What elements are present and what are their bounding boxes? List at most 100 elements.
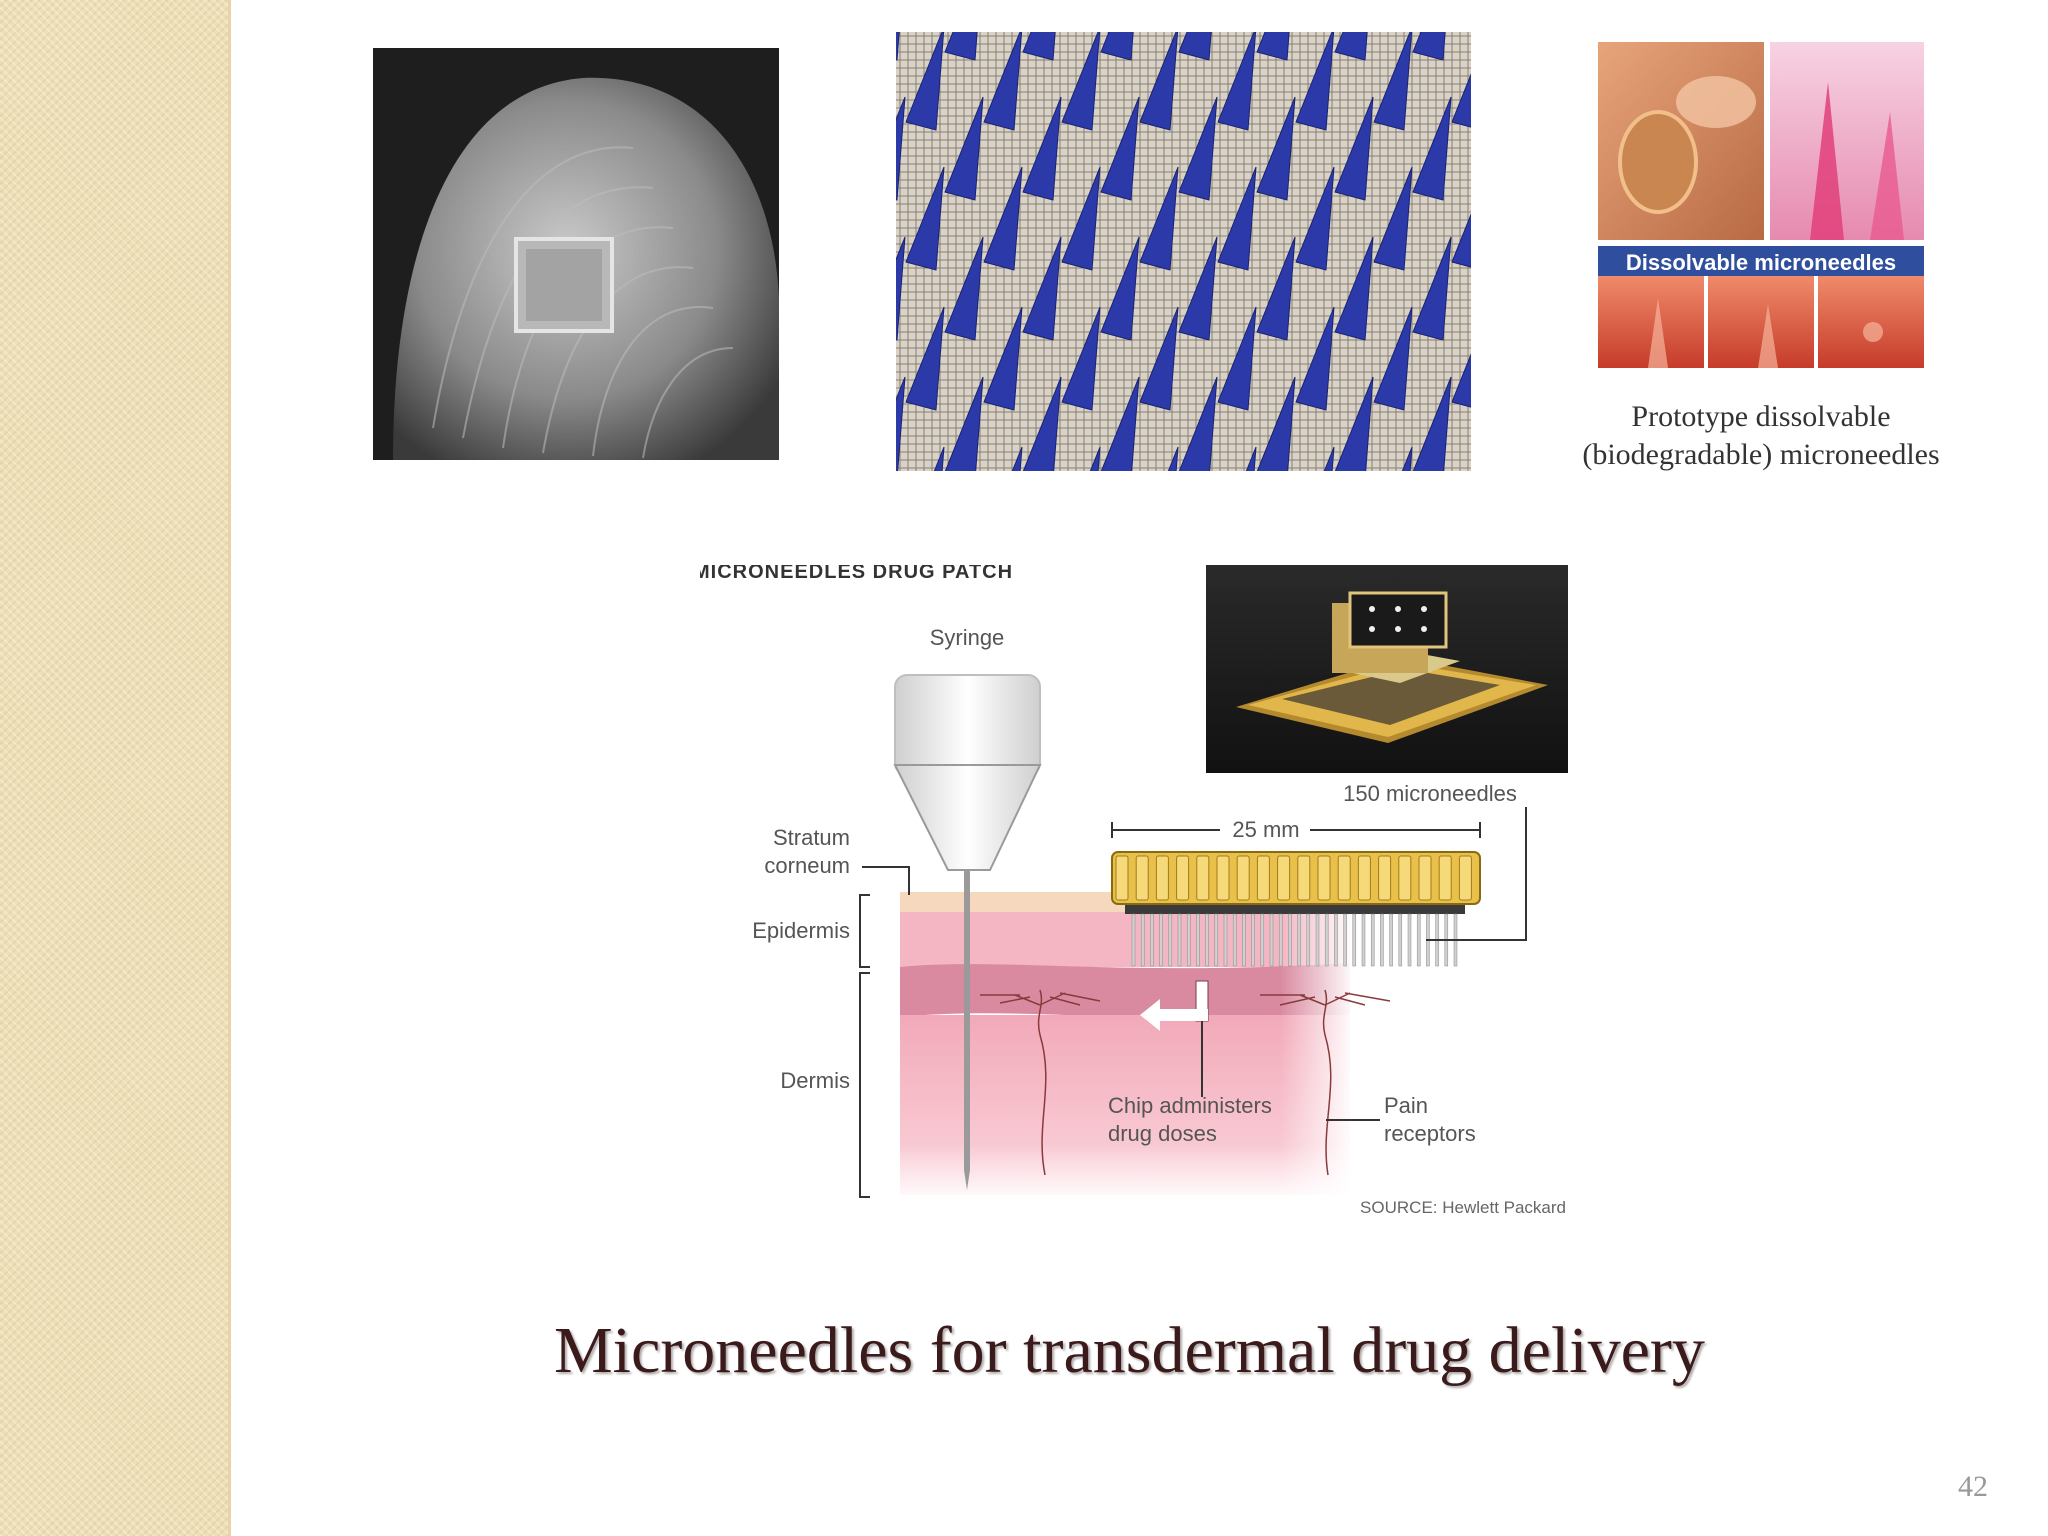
microneedle-spike (905, 166, 945, 271)
dissolvable-caption: Prototype dissolvable (biodegradable) mi… (1520, 398, 2002, 474)
microneedle-spike (1178, 96, 1218, 201)
dissolvable-microneedles-photo: Dissolvable microneedles (1598, 42, 1924, 368)
patch-segment (1337, 855, 1351, 901)
microneedle-spike (1100, 96, 1140, 201)
pain-label-line-2: receptors (1384, 1121, 1476, 1146)
pain-label-line-1: Pain (1384, 1093, 1428, 1118)
dermis-bracket (859, 972, 870, 1198)
syringe-illustration (893, 674, 1042, 1190)
epidermis-label: Epidermis (752, 918, 850, 943)
patch-needle (1260, 913, 1265, 967)
patch-needle (1297, 913, 1301, 967)
patch-needle (1324, 913, 1329, 967)
stratum-leader (862, 866, 910, 895)
source-label: SOURCE: Hewlett Packard (1360, 1198, 1566, 1217)
microneedle-spike (1061, 306, 1101, 411)
microneedle-spike (1334, 236, 1374, 341)
patch-needle (1343, 913, 1347, 967)
microneedle-spike (1217, 166, 1257, 271)
dermis-label: Dermis (780, 1068, 850, 1093)
dermis-upper-band (900, 963, 1350, 1019)
nerve-fibers (980, 989, 1391, 1176)
microneedle-spike (983, 306, 1023, 411)
microneedle-spike (933, 446, 945, 471)
patch-segment (1398, 855, 1412, 901)
microneedle-spike (1295, 166, 1335, 271)
chip-photo (1206, 565, 1568, 773)
microneedle-patch (1111, 851, 1481, 967)
width-label: 25 mm (1232, 817, 1299, 842)
patch-needle (1269, 913, 1274, 967)
microneedle-spike (1167, 446, 1179, 471)
microneedle-spike (1089, 446, 1101, 471)
patch-segment (1196, 855, 1210, 901)
patch-needle (1407, 913, 1412, 967)
microneedle-spike (1178, 376, 1218, 471)
microneedle-spike (1022, 32, 1056, 61)
patch-needle (1242, 913, 1246, 967)
microneedle-spike (1451, 73, 1471, 128)
patch-needle (1416, 913, 1421, 967)
microneedle-spike (1022, 236, 1062, 341)
needle-count-leader (1426, 807, 1527, 941)
patch-segment (1256, 855, 1270, 901)
patch-needle (1389, 913, 1393, 967)
patch-segment (1236, 855, 1250, 901)
microneedle-spike (1334, 376, 1374, 471)
patch-segment (1216, 855, 1230, 901)
stratum-label-line-1: Stratum (773, 825, 850, 850)
patch-needle (1177, 913, 1182, 967)
microneedle-spike (944, 236, 984, 341)
slide-title: Microneedles for transdermal drug delive… (554, 1314, 1705, 1387)
patch-needle (1150, 913, 1154, 967)
patch-segment (1115, 855, 1129, 901)
microneedle-spike (1011, 446, 1023, 471)
microneedle-spike (1061, 32, 1101, 131)
microneedle-spike (1401, 446, 1413, 471)
patch-segment (1458, 855, 1472, 901)
microneedle-spike (896, 376, 906, 471)
microneedle-spike (944, 96, 984, 201)
microneedle-spike (1245, 446, 1257, 471)
syringe-label: Syringe (930, 625, 1005, 650)
patch-needle (1370, 913, 1375, 967)
microneedle-spike (1217, 306, 1257, 411)
patch-needle (1288, 913, 1292, 967)
patch-needle (1159, 913, 1163, 967)
patch-needle (1186, 913, 1191, 967)
microneedle-spike (1334, 32, 1368, 61)
chip-label-line-2: drug doses (1108, 1121, 1217, 1146)
patch-needle (1306, 913, 1311, 967)
patch-needle (1131, 913, 1136, 967)
microneedle-spike (1412, 236, 1452, 341)
microneedle-spike (1256, 96, 1296, 201)
patch-needle (1140, 913, 1145, 967)
microneedle-spike (1022, 376, 1062, 471)
drug-patch-diagram: MICRONEEDLES DRUG PATCH Syringe (700, 565, 1620, 1255)
microneedle-spike (896, 32, 900, 61)
microneedle-spike (1451, 353, 1471, 408)
microneedle-spike (1373, 166, 1413, 271)
microneedle-spike (905, 32, 945, 131)
caption-line-1: Prototype dissolvable (1631, 400, 1891, 433)
microneedle-spike (1334, 96, 1374, 201)
patch-segment (1297, 855, 1311, 901)
caption-line-2: (biodegradable) microneedles (1582, 438, 1940, 471)
microneedle-spike (1217, 32, 1257, 131)
page-number: 42 (1958, 1470, 1988, 1503)
microneedle-spike (1061, 166, 1101, 271)
patch-needle (1352, 913, 1357, 967)
patch-segment (1176, 855, 1190, 901)
stratum-label-line-2: corneum (764, 853, 850, 878)
patch-segment (1418, 855, 1432, 901)
microneedle-spike (983, 32, 1023, 131)
patch-needle (1315, 913, 1320, 967)
patch-needle (1380, 913, 1384, 967)
patch-needle (1214, 913, 1219, 967)
needle-count-label: 150 microneedles (1343, 781, 1517, 806)
microneedle-spike (1100, 236, 1140, 341)
patch-needle (1334, 913, 1338, 967)
patch-segment (1135, 855, 1149, 901)
microneedle-spike (1256, 32, 1290, 61)
patch-needle (1361, 913, 1366, 967)
